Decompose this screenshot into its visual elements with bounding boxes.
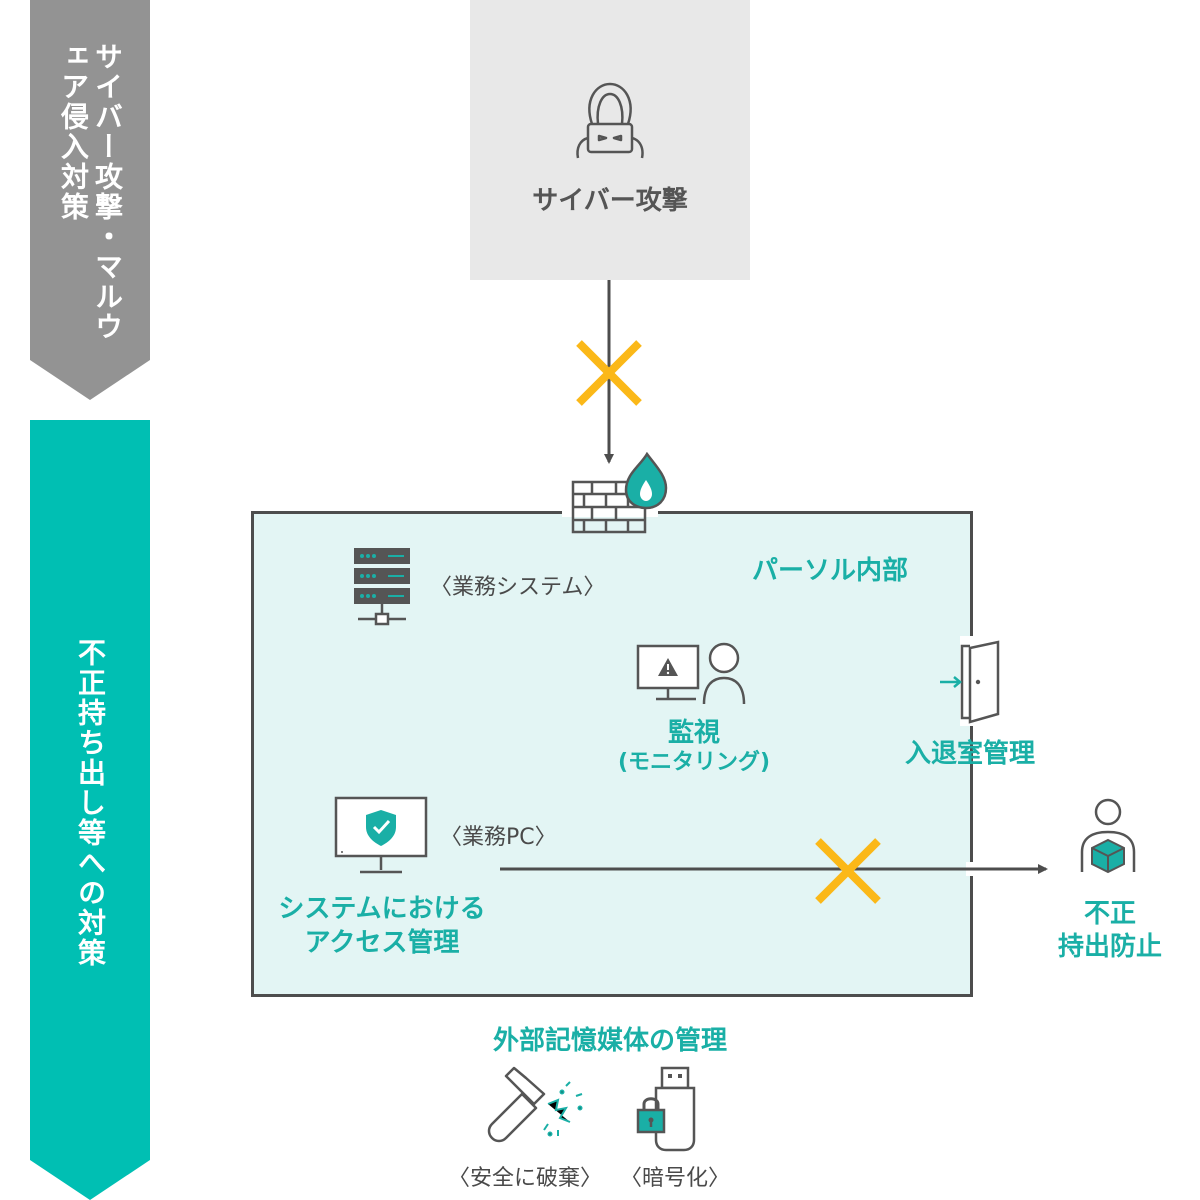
safe-disposal-label: 〈安全に破棄〉 bbox=[448, 1166, 603, 1191]
firewall-icon bbox=[571, 452, 668, 534]
external-media-title: 外部記憶媒体の管理 bbox=[492, 1026, 727, 1056]
room-access-label: 入退室管理 bbox=[904, 739, 1035, 769]
business-system-label: 〈業務システム〉 bbox=[430, 575, 606, 600]
banner-leak-text: 不正持ち出し等への対策 bbox=[74, 638, 107, 968]
hacker-icon bbox=[576, 82, 644, 159]
block-x-icon bbox=[576, 340, 642, 406]
server-icon bbox=[354, 548, 410, 626]
prevention-sublabel: 持出防止 bbox=[1057, 932, 1162, 962]
monitoring-sublabel: (モニタリング) bbox=[617, 750, 771, 775]
hammer-icon bbox=[487, 1066, 583, 1143]
banner-leak-shape bbox=[30, 420, 150, 1200]
door-icon bbox=[940, 640, 1000, 724]
banner-cyber-shape bbox=[30, 0, 150, 400]
encryption-label: 〈暗号化〉 bbox=[620, 1166, 731, 1191]
pc-shield-icon bbox=[334, 796, 428, 874]
usb-lock-icon bbox=[636, 1066, 696, 1152]
monitoring-label: 監視 bbox=[667, 718, 720, 748]
person-box-icon bbox=[1080, 798, 1136, 874]
prevention-label: 不正 bbox=[1083, 899, 1136, 929]
banner-cyber-text: サイバー攻撃・マルウェア侵入対策 bbox=[57, 42, 124, 342]
banner-leak-prevention: 不正持ち出し等への対策 bbox=[30, 420, 150, 1200]
cyber-attack-box: サイバー攻撃 bbox=[470, 0, 750, 280]
person-icon bbox=[702, 642, 746, 705]
access-control-sublabel: アクセス管理 bbox=[304, 928, 460, 958]
monitor-alert-icon bbox=[636, 644, 700, 701]
business-pc-label: 〈業務PC〉 bbox=[440, 825, 557, 850]
inside-title: パーソル内部 bbox=[752, 556, 909, 586]
cyber-attack-label: サイバー攻撃 bbox=[532, 186, 688, 216]
block-x-icon bbox=[815, 838, 881, 904]
banner-cyber-malware: サイバー攻撃・マルウェア侵入対策 bbox=[30, 0, 150, 400]
access-control-label: システムにおける bbox=[278, 894, 486, 924]
